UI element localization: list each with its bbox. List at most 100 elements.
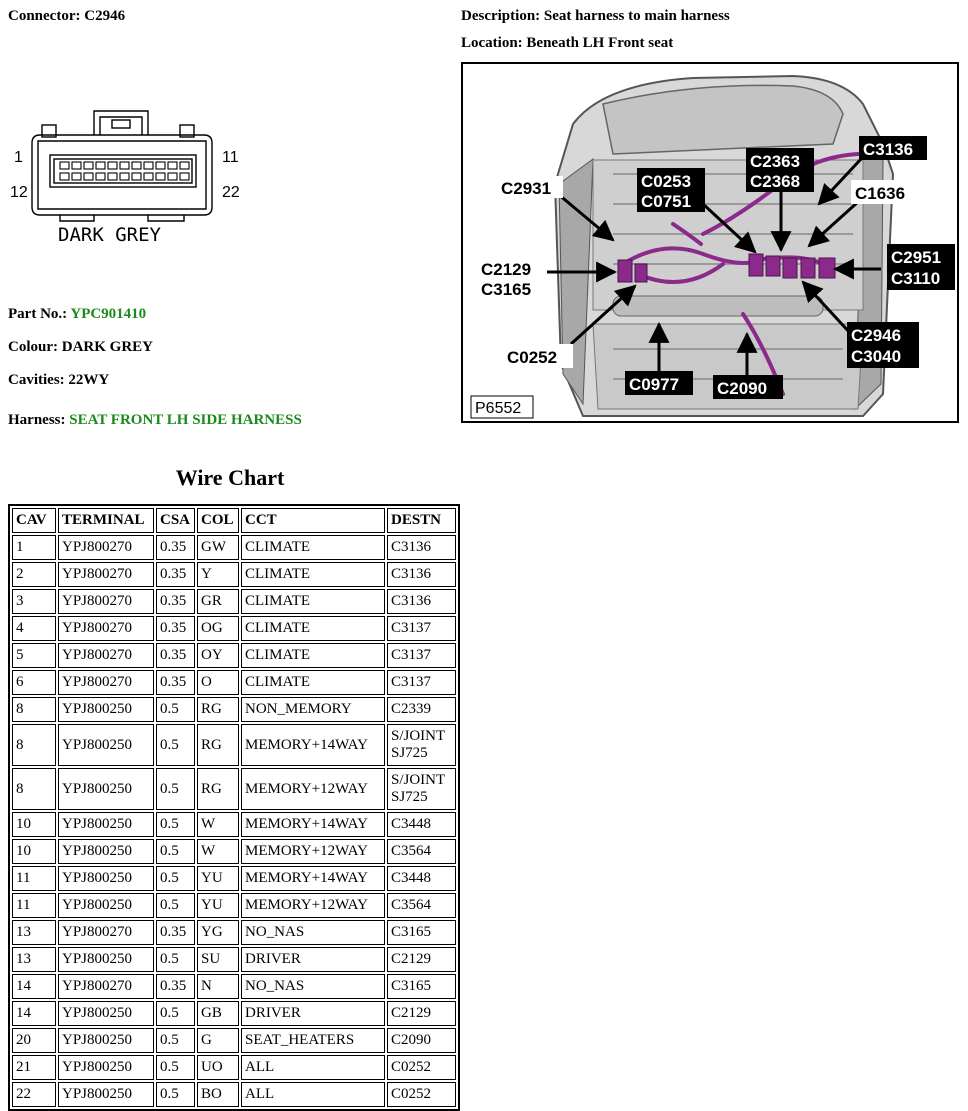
cell-cav: 13 xyxy=(12,920,56,945)
colour-value: DARK GREY xyxy=(61,339,154,355)
cell-terminal: YPJ800250 xyxy=(58,1082,154,1107)
svg-text:C2129: C2129 xyxy=(481,260,531,279)
label-c3136: C3136 xyxy=(859,136,927,160)
cell-cav: 10 xyxy=(12,839,56,864)
pin-label-11: 11 xyxy=(222,149,239,166)
cell-destn: C2129 xyxy=(387,1001,456,1026)
cell-col: W xyxy=(197,812,239,837)
cell-destn: C3564 xyxy=(387,839,456,864)
location-photo: C2931 C0253 C0751 C2363 C2368 C3136 C163… xyxy=(461,62,959,423)
cell-cav: 10 xyxy=(12,812,56,837)
cell-col: YG xyxy=(197,920,239,945)
cell-destn: C3448 xyxy=(387,866,456,891)
colour-label: Colour: xyxy=(8,339,58,355)
cell-cav: 1 xyxy=(12,535,56,560)
svg-text:C3110: C3110 xyxy=(891,269,940,288)
cell-cct: MEMORY+14WAY xyxy=(241,812,385,837)
cell-csa: 0.5 xyxy=(156,1001,195,1026)
cavity-cell xyxy=(155,161,166,170)
label-c0252: C0252 xyxy=(505,344,573,368)
svg-text:C0252: C0252 xyxy=(507,348,557,367)
cell-cav: 14 xyxy=(12,1001,56,1026)
cavity-cell xyxy=(95,172,106,181)
cell-cct: ALL xyxy=(241,1082,385,1107)
cell-destn: C3448 xyxy=(387,812,456,837)
pin-label-22: 22 xyxy=(222,184,240,201)
cell-csa: 0.5 xyxy=(156,1055,195,1080)
part-no-label: Part No.: xyxy=(8,306,68,322)
label-c2129-c3165: C2129 C3165 xyxy=(479,257,547,299)
label-c2931: C2931 xyxy=(499,176,563,198)
svg-text:C3040: C3040 xyxy=(851,347,901,366)
location-line: Location: Beneath LH Front seat xyxy=(461,35,673,52)
cavity-cell xyxy=(107,172,118,181)
cell-col: W xyxy=(197,839,239,864)
cell-terminal: YPJ800270 xyxy=(58,670,154,695)
cavities-label: Cavities: xyxy=(8,372,65,388)
cell-cav: 22 xyxy=(12,1082,56,1107)
label-c2951-c3110: C2951 C3110 xyxy=(887,244,955,290)
cell-cct: DRIVER xyxy=(241,947,385,972)
cell-destn: S/JOINT SJ725 xyxy=(387,768,456,810)
cell-csa: 0.5 xyxy=(156,1082,195,1107)
header-terminal: TERMINAL xyxy=(58,508,154,533)
cell-cav: 13 xyxy=(12,947,56,972)
cell-cct: CLIMATE xyxy=(241,535,385,560)
cell-destn: C3137 xyxy=(387,616,456,641)
cell-col: SU xyxy=(197,947,239,972)
cell-csa: 0.5 xyxy=(156,812,195,837)
cell-col: RG xyxy=(197,724,239,766)
cavity-cell xyxy=(143,161,154,170)
cell-cav: 4 xyxy=(12,616,56,641)
cell-terminal: YPJ800250 xyxy=(58,724,154,766)
cell-terminal: YPJ800250 xyxy=(58,1055,154,1080)
connector-label: Connector: xyxy=(8,8,81,24)
svg-text:C2946: C2946 xyxy=(851,326,901,345)
cell-destn: C0252 xyxy=(387,1055,456,1080)
cell-terminal: YPJ800270 xyxy=(58,643,154,668)
svg-text:P6552: P6552 xyxy=(475,400,521,417)
svg-text:C2363: C2363 xyxy=(750,152,800,171)
cell-destn: C3564 xyxy=(387,893,456,918)
cavity-cell xyxy=(59,172,70,181)
connector-face-diagram: 1 11 12 22 DARK GREY xyxy=(10,110,240,245)
svg-text:C2951: C2951 xyxy=(891,248,941,267)
cavity-cell xyxy=(167,172,178,181)
description-value: Seat harness to main harness xyxy=(543,8,730,24)
pin-label-12: 12 xyxy=(10,184,28,201)
header-csa: CSA xyxy=(156,508,195,533)
cavity-cell xyxy=(95,161,106,170)
cell-destn: C2129 xyxy=(387,947,456,972)
cell-cct: NON_MEMORY xyxy=(241,697,385,722)
cavity-cell xyxy=(155,172,166,181)
cell-destn: C3165 xyxy=(387,974,456,999)
cavity-cell xyxy=(83,172,94,181)
cell-terminal: YPJ800250 xyxy=(58,1001,154,1026)
cell-col: GR xyxy=(197,589,239,614)
cell-csa: 0.35 xyxy=(156,974,195,999)
cell-destn: S/JOINT SJ725 xyxy=(387,724,456,766)
cell-terminal: YPJ800270 xyxy=(58,616,154,641)
description-label: Description: xyxy=(461,8,541,24)
cell-csa: 0.35 xyxy=(156,562,195,587)
header-col: COL xyxy=(197,508,239,533)
photo-reference: P6552 xyxy=(470,395,534,419)
cavity-cell xyxy=(107,161,118,170)
cell-cct: MEMORY+12WAY xyxy=(241,893,385,918)
cavities-value: 22WY xyxy=(68,372,110,388)
cell-cav: 8 xyxy=(12,724,56,766)
label-c2363-c2368: C2363 C2368 xyxy=(746,148,814,192)
svg-text:C0751: C0751 xyxy=(641,192,691,211)
header-destn: DESTN xyxy=(387,508,456,533)
